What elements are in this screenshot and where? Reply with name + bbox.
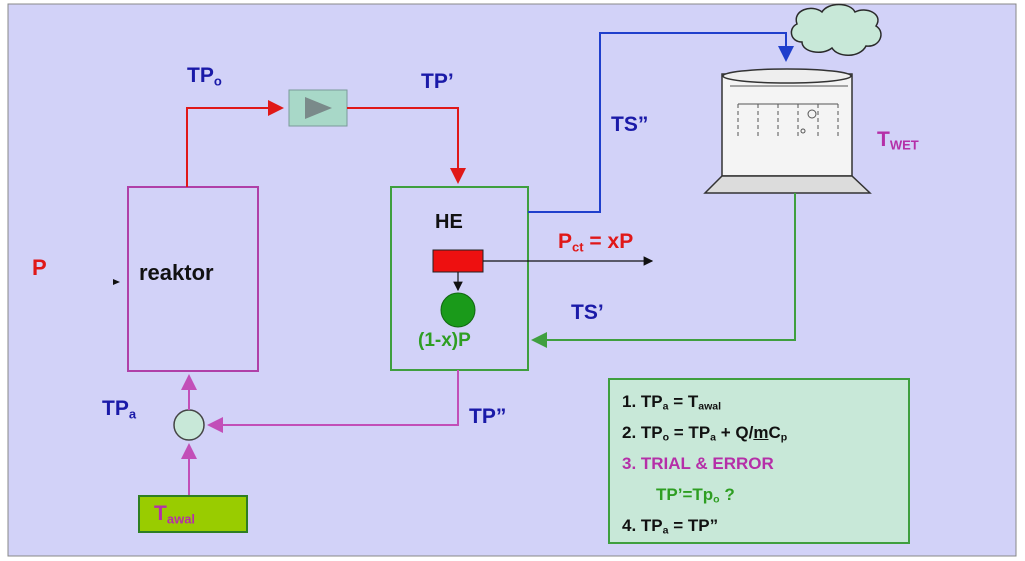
primary-to-he-line (347, 107, 466, 184)
remaining-power-circle (440, 292, 476, 328)
label-he: HE (435, 211, 463, 233)
label-one-minus-x-p: (1-x)P (418, 330, 471, 351)
label-reactor: reaktor (139, 260, 214, 285)
tower-base (703, 175, 872, 194)
recycle-line (207, 370, 459, 433)
label-tp-a: TPa (102, 397, 137, 422)
label-p-ct: Pct = xP (558, 230, 634, 255)
initial-temperature-box: Tawal (138, 495, 248, 533)
note-step-2: 2. TPo = TPa + Q/mCp (622, 423, 788, 444)
label-t-wet: TWET (877, 128, 919, 153)
reactor-box (127, 186, 259, 372)
pump-icon (305, 97, 332, 119)
secondary-hot-line (528, 32, 794, 213)
small-arrow-icon (113, 279, 120, 285)
label-tp-double-prime: TP” (469, 405, 507, 428)
label-ts-prime: TS’ (571, 301, 604, 324)
note-step-4: 4. TPa = TP” (622, 516, 719, 537)
mixer-circle (173, 409, 205, 441)
tower-top (722, 68, 852, 84)
label-p: P (32, 255, 47, 280)
power-split-block (432, 249, 484, 273)
label-ts-double-prime: TS” (611, 113, 649, 136)
steam-cloud-icon (790, 3, 882, 56)
procedure-notes-box: 1. TPa = Tawal 2. TPo = TPa + Q/mCp 3. T… (608, 378, 910, 544)
heat-exchanger-box (390, 186, 529, 371)
cooling-tower (703, 3, 882, 194)
primary-outlet-line (186, 100, 284, 187)
label-tp-prime: TP’ (421, 70, 454, 93)
tower-body (721, 73, 853, 177)
note-step-1: 1. TPa = Tawal (622, 392, 722, 413)
note-step-3-condition: TP’=Tpo ? (656, 485, 735, 506)
secondary-return-line (531, 193, 796, 348)
label-tp-o: TPo (187, 64, 222, 89)
note-step-3: 3. TRIAL & ERROR (622, 454, 774, 473)
